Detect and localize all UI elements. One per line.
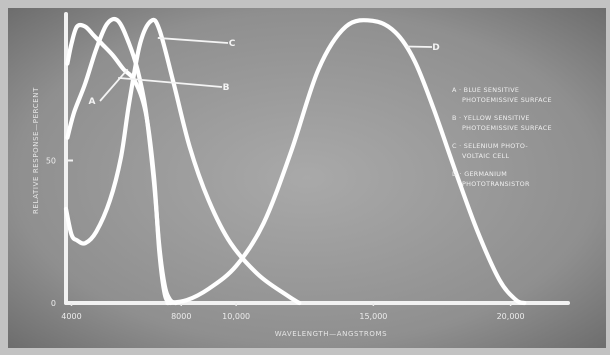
legend-entry-c: C · SELENIUM PHOTO- bbox=[452, 142, 528, 150]
legend-entry-d: D · GERMANIUM bbox=[452, 170, 507, 178]
x-tick-label: 10,000 bbox=[222, 312, 250, 321]
legend-entry-a: A · BLUE SENSITIVE bbox=[452, 86, 519, 94]
x-axis-label: WAVELENGTH—ANGSTROMS bbox=[275, 330, 387, 338]
legend-entry-c: VOLTAIC CELL bbox=[462, 152, 509, 160]
callout-label-a: A bbox=[89, 97, 96, 107]
series-curve-c bbox=[63, 17, 302, 306]
legend-entry-a: PHOTOEMISSIVE SURFACE bbox=[462, 96, 552, 104]
y-tick-label: 50 bbox=[46, 157, 56, 166]
legend-entry-b: PHOTOEMISSIVE SURFACE bbox=[462, 124, 552, 132]
callout-label-b: B bbox=[223, 83, 230, 93]
callout-leader-a bbox=[99, 68, 129, 102]
x-tick-label: 8000 bbox=[171, 312, 191, 321]
x-tick-label: 4000 bbox=[61, 312, 81, 321]
chart-panel bbox=[8, 8, 606, 348]
callout-leader-c bbox=[157, 37, 229, 44]
legend-entry-b: B · YELLOW SENSITIVE bbox=[452, 114, 530, 122]
series-curve-d bbox=[165, 18, 527, 306]
x-tick-label: 15,000 bbox=[359, 312, 387, 321]
legend-entry-d: PHOTOTRANSISTOR bbox=[462, 180, 530, 188]
callout-label-d: D bbox=[432, 43, 439, 53]
x-tick-label: 20,000 bbox=[497, 312, 525, 321]
y-tick-label: 0 bbox=[51, 299, 56, 308]
callout-leader-b bbox=[118, 76, 223, 88]
callout-leader-d bbox=[406, 45, 433, 48]
callout-label-c: C bbox=[229, 39, 236, 49]
series-curve-b bbox=[65, 16, 178, 306]
y-axis-label: RELATIVE RESPONSE—PERCENT bbox=[32, 87, 40, 214]
